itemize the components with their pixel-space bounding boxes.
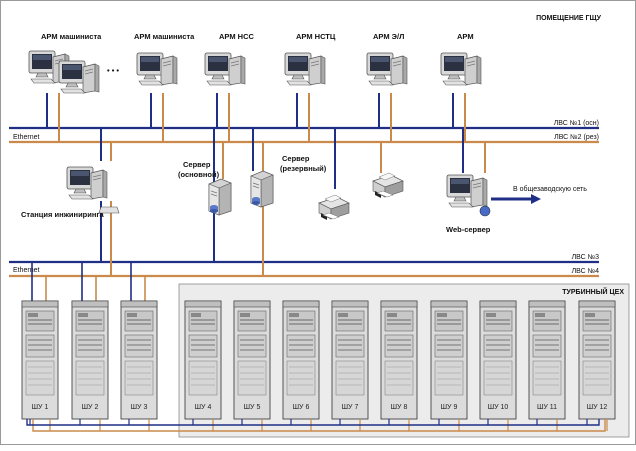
lan2-label: ЛВС №2 (рез) bbox=[554, 134, 599, 141]
cabinet-label: ШУ 12 bbox=[587, 404, 608, 411]
cabinet-8: ШУ 8 bbox=[380, 300, 418, 431]
cabinet-10: ШУ 10 bbox=[479, 300, 517, 431]
cabinet-2: ШУ 2 bbox=[71, 262, 109, 431]
server-reserve-line1: Сервер bbox=[282, 154, 310, 163]
cabinet-9: ШУ 9 bbox=[430, 300, 468, 431]
printer-2 bbox=[372, 172, 404, 199]
workstation-5: АРМ Э/Л bbox=[366, 32, 408, 86]
cabinet-label: ШУ 6 bbox=[293, 404, 310, 411]
lan1-label: ЛВС №1 (осн) bbox=[554, 120, 599, 127]
workstation-1: АРМ машиниста bbox=[28, 32, 102, 94]
workstation-3: АРМ НСС bbox=[204, 32, 254, 86]
web-server-label: Web-сервер bbox=[446, 225, 491, 234]
server-reserve-line2: (резервный) bbox=[280, 164, 327, 173]
workstation-6-label: АРМ bbox=[457, 32, 474, 41]
cabinet-12: ШУ 12 bbox=[578, 300, 616, 431]
web-server: Web-сервер bbox=[446, 174, 491, 234]
workstation-3-label: АРМ НСС bbox=[219, 32, 254, 41]
server-main: Сервер (основной) bbox=[178, 160, 232, 216]
server-main-line2: (основной) bbox=[178, 170, 220, 179]
server-reserve: Сервер (резервный) bbox=[250, 154, 327, 208]
cabinet-11: ШУ 11 bbox=[528, 300, 566, 431]
cabinet-label: ШУ 11 bbox=[537, 404, 557, 411]
cabinet-3: ШУ 3 bbox=[120, 262, 158, 431]
cabinet-label: ШУ 3 bbox=[131, 404, 148, 411]
ethernet-bottom-label: Ethernet bbox=[13, 267, 40, 274]
cabinet-label: ШУ 7 bbox=[342, 404, 359, 411]
cabinet-1: ШУ 1 bbox=[21, 262, 59, 431]
cabinet-label: ШУ 9 bbox=[441, 404, 458, 411]
cabinet-4: ШУ 4 bbox=[184, 300, 222, 431]
printer-1 bbox=[318, 194, 350, 221]
server-main-line1: Сервер bbox=[183, 160, 211, 169]
cabinet-5: ШУ 5 bbox=[233, 300, 271, 431]
cabinet-label: ШУ 4 bbox=[195, 404, 212, 411]
workstation-2-label: АРМ машиниста bbox=[134, 32, 195, 41]
workstation-4: АРМ НСТЦ bbox=[284, 32, 336, 86]
cabinet-6: ШУ 6 bbox=[282, 300, 320, 431]
workstation-6: АРМ bbox=[440, 32, 482, 86]
cabinet-label: ШУ 2 bbox=[82, 404, 99, 411]
lan3-label: ЛВС №3 bbox=[572, 254, 600, 261]
cabinet-label: ШУ 10 bbox=[488, 404, 509, 411]
ethernet-top-label: Ethernet bbox=[13, 134, 40, 141]
workstation-5-label: АРМ Э/Л bbox=[373, 32, 404, 41]
plant-network-label: В общезаводскую сеть bbox=[513, 185, 587, 193]
turbine-hall-label: ТУРБИННЫЙ ЦЕХ bbox=[562, 287, 624, 296]
cabinets-group: ШУ 1 ШУ 2 ШУ 3 ШУ 4 ШУ 5 ШУ 6 ШУ 7 ШУ 8 ШУ 9 ШУ 1… bbox=[21, 262, 616, 431]
ring-line-blue bbox=[26, 419, 600, 426]
ellipsis: • • • bbox=[107, 66, 119, 75]
workstation-4-label: АРМ НСТЦ bbox=[296, 32, 336, 41]
cabinet-label: ШУ 5 bbox=[244, 404, 261, 411]
cabinet-label: ШУ 8 bbox=[391, 404, 408, 411]
cabinet-7: ШУ 7 bbox=[331, 300, 369, 431]
workstation-2: АРМ машиниста bbox=[134, 32, 195, 86]
workstation-1-label: АРМ машиниста bbox=[41, 32, 102, 41]
cabinet-label: ШУ 1 bbox=[32, 404, 49, 411]
engineering-station: Станция инжиниринга bbox=[21, 166, 120, 219]
engineering-station-label: Станция инжиниринга bbox=[21, 210, 105, 219]
lan4-label: ЛВС №4 bbox=[572, 268, 600, 275]
control-room-label: ПОМЕЩЕНИЕ ГЩУ bbox=[536, 15, 602, 22]
